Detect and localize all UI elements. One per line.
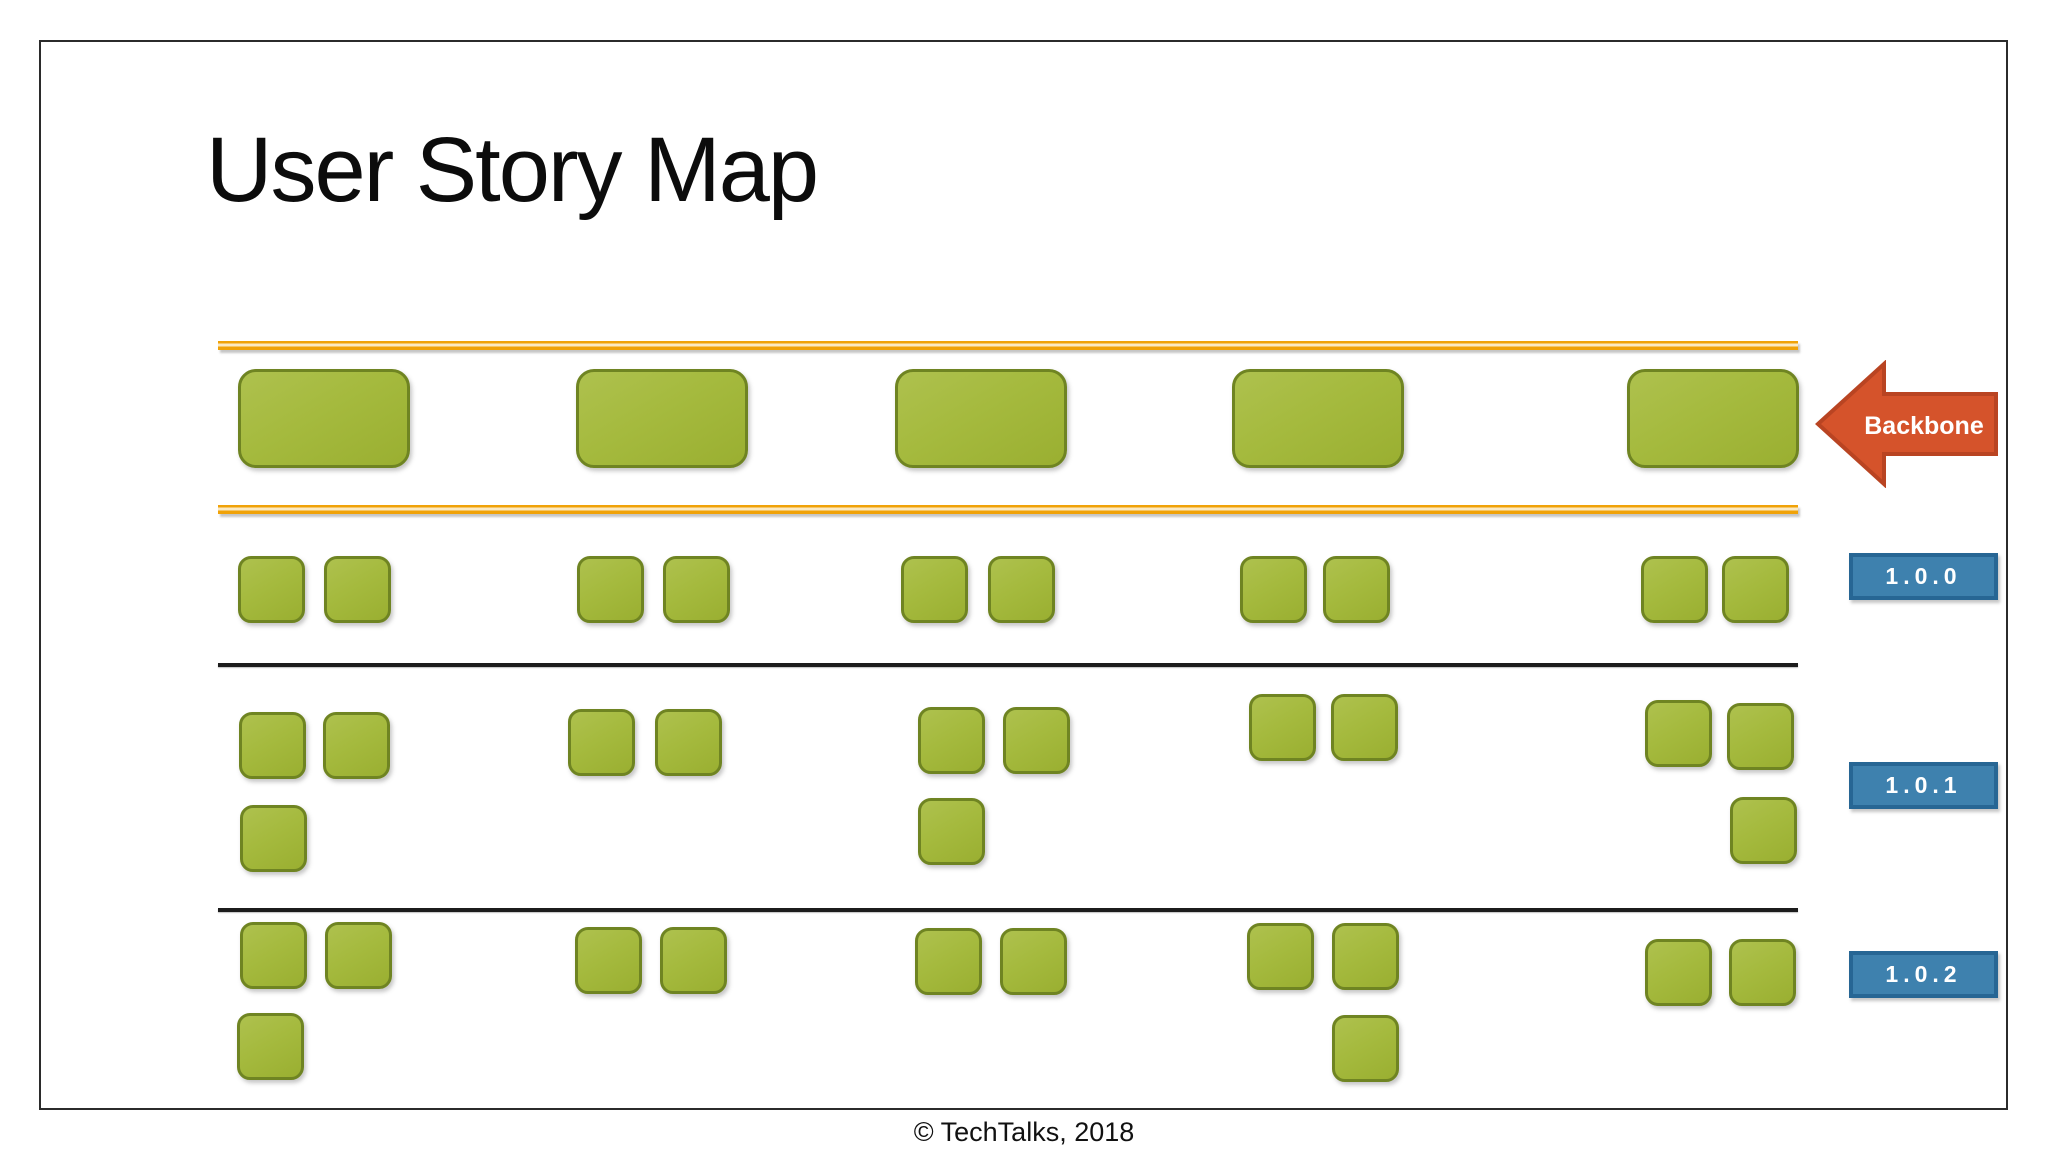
backbone-arrow: [1815, 360, 1998, 488]
story-card: [901, 556, 968, 623]
story-card: [1332, 923, 1399, 990]
story-card: [1249, 694, 1316, 761]
story-card: [1727, 703, 1794, 770]
story-card: [1003, 707, 1070, 774]
backbone-rail-1: [218, 341, 1798, 350]
story-card: [1722, 556, 1789, 623]
release-tag-1.0.2: 1.0.2: [1849, 951, 1998, 998]
story-card: [1000, 928, 1067, 995]
backbone-card: [576, 369, 748, 468]
story-card: [915, 928, 982, 995]
story-card: [1332, 1015, 1399, 1082]
story-card: [663, 556, 730, 623]
story-card: [237, 1013, 304, 1080]
story-card: [575, 927, 642, 994]
story-card: [240, 805, 307, 872]
story-card: [1645, 939, 1712, 1006]
backbone-card: [895, 369, 1067, 468]
story-card: [1240, 556, 1307, 623]
story-card: [1641, 556, 1708, 623]
backbone-card: [238, 369, 410, 468]
story-card: [988, 556, 1055, 623]
release-tag-1.0.0: 1.0.0: [1849, 553, 1998, 600]
story-card: [568, 709, 635, 776]
story-card: [1729, 939, 1796, 1006]
story-card: [323, 712, 390, 779]
story-card: [918, 707, 985, 774]
footer-credit: © TechTalks, 2018: [913, 1117, 1135, 1147]
release-divider-2: [218, 908, 1798, 912]
slide-border: [39, 40, 2008, 1110]
story-card: [918, 798, 985, 865]
story-card: [240, 922, 307, 989]
backbone-rail-2: [218, 505, 1798, 514]
story-card: [238, 556, 305, 623]
story-card: [1323, 556, 1390, 623]
story-card: [577, 556, 644, 623]
story-card: [655, 709, 722, 776]
backbone-arrow-label: Backbone: [1864, 412, 1984, 440]
story-card: [660, 927, 727, 994]
story-card: [1331, 694, 1398, 761]
release-tag-1.0.1: 1.0.1: [1849, 762, 1998, 809]
story-card: [324, 556, 391, 623]
story-card: [1247, 923, 1314, 990]
release-divider-1: [218, 663, 1798, 667]
story-card: [1730, 797, 1797, 864]
story-card: [325, 922, 392, 989]
backbone-card: [1232, 369, 1404, 468]
slide-title: User Story Map: [206, 119, 819, 221]
left-arrow-shape: [1815, 360, 1998, 488]
story-card: [1645, 700, 1712, 767]
backbone-card: [1627, 369, 1799, 468]
story-card: [239, 712, 306, 779]
